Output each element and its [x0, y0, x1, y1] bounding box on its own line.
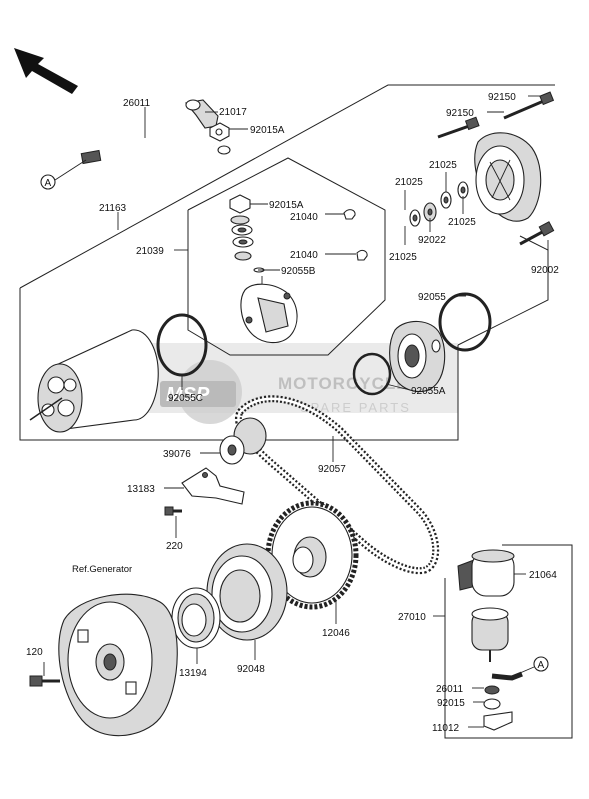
- rear-cover: [474, 132, 542, 222]
- label-21040-b: 21040: [290, 250, 318, 261]
- brush-clip: [343, 209, 368, 261]
- svg-text:A: A: [45, 178, 52, 189]
- starter-yoke: [29, 329, 159, 433]
- cover-washers: [409, 181, 469, 227]
- label-92048: 92048: [237, 664, 265, 675]
- svg-text:A: A: [538, 660, 545, 671]
- watermark-brand: MOTORCYCLE: [278, 374, 409, 393]
- label-92002: 92002: [531, 265, 559, 276]
- relay-connector: [483, 711, 513, 731]
- ref-generator-label: Ref.Generator: [72, 564, 132, 575]
- starter-chain: [235, 395, 440, 575]
- label-21025-b: 21025: [395, 177, 423, 188]
- label-21025-c: 21025: [448, 217, 476, 228]
- terminal-cap: [184, 99, 219, 129]
- label-92150-top: 92150: [488, 92, 516, 103]
- starter-relay-cover: [457, 549, 515, 597]
- leader-lines: [43, 95, 549, 728]
- o-ring-front: [352, 352, 392, 396]
- connector-a-callout-top: A: [40, 159, 87, 190]
- chain-guide-bracket: [181, 467, 245, 505]
- terminal-nut-top: [209, 122, 230, 142]
- label-120: 120: [26, 647, 43, 658]
- label-27010: 27010: [398, 612, 426, 623]
- label-92055C: 92055C: [168, 393, 203, 404]
- large-sprocket: [265, 500, 359, 610]
- label-220: 220: [166, 541, 183, 552]
- label-92015A-mid: 92015A: [269, 200, 304, 211]
- label-21017: 21017: [219, 107, 247, 118]
- label-92150-mid: 92150: [446, 108, 474, 119]
- label-92055B: 92055B: [281, 266, 316, 277]
- label-21064: 21064: [529, 570, 557, 581]
- front-cover: [389, 320, 446, 393]
- label-21025-a: 21025: [429, 160, 457, 171]
- cover-screw: [519, 221, 555, 246]
- label-21040-a: 21040: [290, 212, 318, 223]
- label-13183: 13183: [127, 484, 155, 495]
- brush-plate: [240, 283, 298, 344]
- starter-clutch: [206, 543, 288, 641]
- label-39076: 39076: [163, 449, 191, 460]
- connector-a-callout-bottom: A: [519, 656, 549, 674]
- watermark-badge: MSP: [166, 384, 210, 406]
- label-92055A: 92055A: [411, 386, 446, 397]
- label-21163: 21163: [99, 203, 127, 214]
- label-11012: 11012: [432, 723, 460, 734]
- label-21025-d: 21025: [389, 252, 417, 263]
- brush-holder-stack: [229, 194, 265, 290]
- generator-rotor: [58, 593, 178, 737]
- label-92055: 92055: [418, 292, 446, 303]
- solenoid-frame: [444, 544, 573, 739]
- front-direction-arrow-icon: [14, 48, 78, 94]
- starter-relay: [471, 607, 509, 662]
- label-12046: 12046: [322, 628, 350, 639]
- relay-cable: [483, 671, 523, 710]
- label-13194: 13194: [179, 668, 207, 679]
- label-21039: 21039: [136, 246, 164, 257]
- through-bolts: [437, 91, 555, 139]
- starter-sprocket: [219, 417, 267, 465]
- label-92015A-top: 92015A: [250, 125, 285, 136]
- one-way-clutch: [171, 587, 221, 649]
- label-26011-top: 26011: [123, 98, 151, 109]
- o-ring-large: [438, 292, 492, 352]
- label-92022: 92022: [418, 235, 446, 246]
- bracket-bolt: [164, 506, 182, 516]
- rotor-bolt: [29, 675, 60, 687]
- brush-holder-frame: [187, 157, 386, 356]
- label-92057: 92057: [318, 464, 346, 475]
- label-92015: 92015: [437, 698, 465, 709]
- starter-cable: [80, 138, 231, 165]
- watermark-tagline: SPARE PARTS: [300, 400, 411, 415]
- label-26011-bottom: 26011: [436, 684, 464, 695]
